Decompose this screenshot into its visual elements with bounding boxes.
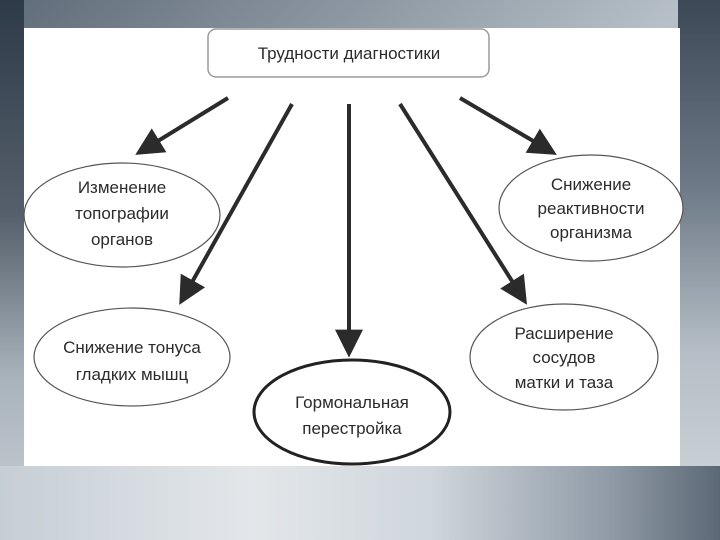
node-vessels-line-3: матки и таза (515, 373, 614, 392)
node-hormonal-line-1: Гормональная (295, 393, 409, 412)
node-hormonal-ellipse (252, 358, 452, 466)
node-vessels-line-2: сосудов (533, 348, 596, 367)
arrow-to-topography (135, 96, 230, 155)
arrow-to-reactivity (458, 96, 557, 155)
node-vessels-line-1: Расширение (514, 324, 613, 343)
node-muscle-tone: Снижение тонуса гладких мышц (33, 307, 231, 407)
root-node: Трудности диагностики (207, 28, 490, 78)
root-node-box (207, 28, 490, 78)
node-reactivity: Снижение реактивности организма (498, 154, 684, 262)
node-muscle-tone-line-2: гладких мышц (76, 365, 189, 384)
node-topography-line-2: топографии (75, 204, 169, 223)
node-topography-ellipse (23, 162, 221, 268)
node-topography-line-1: Изменение (78, 178, 166, 197)
background-bottom-strip (0, 466, 720, 540)
node-vessels: Расширение сосудов матки и таза (469, 303, 659, 411)
node-hormonal: Гормональная перестройка (252, 358, 452, 466)
arrow-to-vessels (398, 102, 527, 305)
node-topography: Изменение топографии органов (23, 162, 221, 268)
node-muscle-tone-line-1: Снижение тонуса (63, 338, 201, 357)
background-left-strip (0, 0, 24, 540)
arrow-to-muscle-tone (179, 103, 294, 305)
node-topography-line-3: органов (91, 230, 153, 249)
root-node-label: Трудности диагностики (258, 44, 441, 63)
node-reactivity-line-2: реактивности (538, 199, 645, 218)
node-reactivity-ellipse (498, 154, 684, 262)
node-hormonal-line-2: перестройка (302, 419, 402, 438)
node-reactivity-line-1: Снижение (551, 175, 631, 194)
background-right-strip (678, 0, 720, 540)
node-reactivity-line-3: организма (550, 223, 633, 242)
node-vessels-ellipse (469, 303, 659, 411)
node-muscle-tone-ellipse (33, 307, 231, 407)
